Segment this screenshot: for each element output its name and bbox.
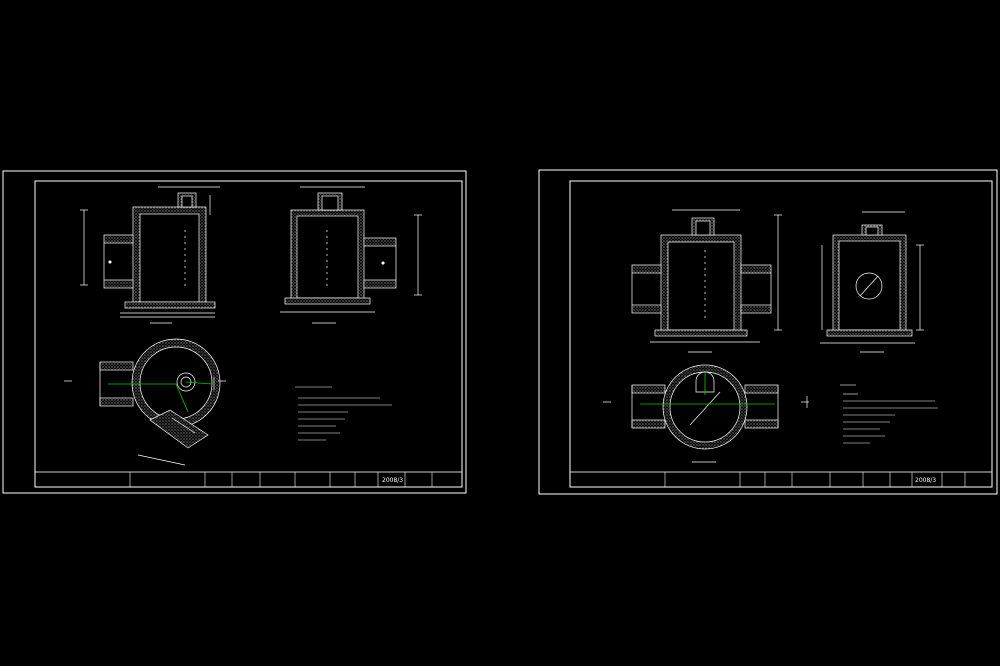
- sheet-2-plan-view: [631, 364, 779, 463]
- drawing-sheet-2: 2008/3: [538, 169, 998, 495]
- sheet-1-plan-view: [99, 338, 221, 466]
- sheet-2-notes: [840, 384, 938, 444]
- sheet-1-inner-border: [34, 180, 463, 488]
- sheet-1-outer-border: [2, 170, 467, 494]
- sheet-1-title-block: 2008/3: [34, 471, 463, 488]
- drawing-sheet-1: 2008/3: [2, 170, 467, 494]
- sheet-2-section-cut-marks: [603, 396, 809, 408]
- sheet-1-date: 2008/3: [382, 477, 403, 484]
- sheet-1-plan-axis: [108, 381, 213, 413]
- sheet-2-section-1-1: [631, 209, 782, 353]
- sheet-2-plan-axis: [640, 372, 775, 405]
- sheet-2-section-2-2: [820, 211, 924, 353]
- sheet-1-section-2-2: [280, 186, 422, 324]
- sheet-2-outer-border: [538, 169, 998, 495]
- sheet-1-notes: [295, 386, 392, 441]
- sheet-1-section-cut-marks: [64, 377, 226, 390]
- sheet-2-inner-border: [569, 180, 993, 488]
- sheet-1-section-1-1: [80, 186, 220, 324]
- sheet-2-date: 2008/3: [915, 477, 936, 484]
- sheet-2-title-block: 2008/3: [569, 471, 993, 488]
